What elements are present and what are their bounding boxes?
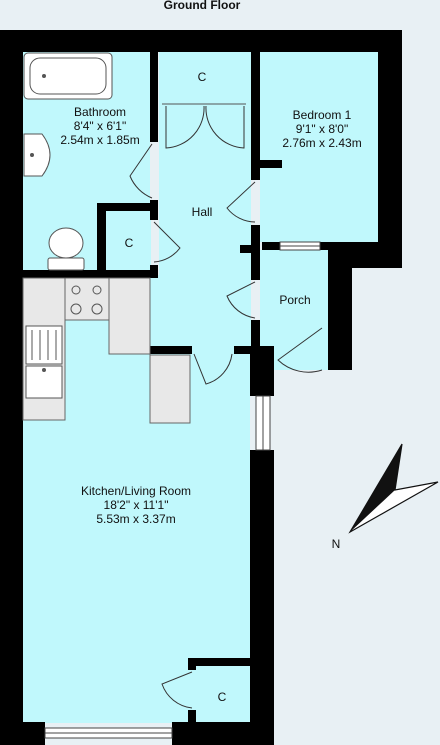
wall-bottom-right	[172, 722, 274, 745]
bedroom-metric: 2.76m x 2.43m	[282, 136, 361, 150]
compass: N	[332, 443, 439, 551]
wall-kitchen-right-a	[250, 346, 274, 396]
compass-arrow-fill	[350, 444, 402, 532]
wall-bedroom-stub	[260, 160, 282, 168]
sink-drain	[30, 153, 34, 157]
bathroom-metric: 2.54m x 1.85m	[60, 133, 139, 147]
doors	[129, 103, 323, 709]
top-cupboard-label: C	[198, 70, 207, 84]
wall-bedroom-bottom-b	[320, 242, 380, 250]
bedroom-imperial: 9'1" x 8'0"	[296, 122, 348, 136]
sink-drainer	[25, 325, 63, 365]
wall-hall-porch-stub	[240, 245, 260, 253]
sink	[23, 133, 51, 177]
kitchen-door	[193, 353, 233, 385]
floor-title: Ground Floor	[164, 0, 241, 12]
wall-porch-right	[328, 250, 352, 370]
wall-cupboard-top	[97, 203, 157, 211]
cupboard-door-right	[205, 105, 245, 149]
wall-bedroom-right	[378, 30, 402, 268]
wall-cupboard-left	[97, 203, 106, 275]
wall-hall-bottom-b	[234, 346, 260, 354]
wall-bedroom-bottom-a	[262, 242, 280, 250]
kitchen-fixtures	[22, 277, 191, 424]
hall-cupboard-label: C	[125, 236, 134, 250]
bedroom-floor	[260, 51, 378, 242]
bedroom-door	[226, 181, 256, 223]
wall-bottom-left	[0, 722, 45, 745]
hob-ring-3	[70, 303, 82, 315]
walls	[0, 30, 402, 745]
hob-ring-2	[92, 285, 102, 295]
kitchen-metric: 5.53m x 3.37m	[96, 512, 175, 526]
room-labels: Bathroom 8'4" x 6'1" 2.54m x 1.85m Bedro…	[60, 70, 361, 704]
bathroom-fixtures	[23, 52, 113, 271]
porch-front-door	[277, 327, 323, 373]
porch-name: Porch	[279, 293, 310, 307]
hall-cupboard-door	[153, 221, 181, 263]
room-fills	[22, 51, 378, 723]
wall-kitchen-cupboard-left-b	[188, 710, 196, 723]
bathtub-drain	[42, 74, 46, 78]
wall-bath-hall	[150, 52, 158, 142]
wall-kitchen-cupboard-top	[188, 658, 250, 666]
toilet-cistern	[47, 257, 85, 271]
compass-label: N	[332, 537, 341, 551]
wall-kitchen-cupboard-left	[188, 658, 196, 670]
worktop-unit	[149, 354, 191, 424]
hob-ring-1	[71, 285, 81, 295]
kitchen-cupboard-door	[161, 671, 193, 709]
wall-porch-left	[251, 320, 260, 370]
hob-ring-4	[91, 303, 103, 315]
wall-top	[0, 30, 402, 52]
hob-unit	[64, 277, 110, 321]
wall-hall-bottom	[150, 346, 192, 354]
cupboard-door-left	[165, 105, 205, 149]
hall-cupboard-floor	[107, 212, 151, 274]
wall-bath-kitchen	[22, 270, 158, 278]
bathtub-inner	[29, 57, 107, 95]
toilet-bowl	[48, 227, 84, 259]
kitchen-cupboard-label: C	[218, 690, 227, 704]
porch-inner-door	[226, 281, 256, 319]
kitchen-sink-drain	[42, 368, 46, 372]
kitchen-name: Kitchen/Living Room	[81, 484, 191, 498]
wall-kitchen-right-b	[250, 450, 274, 745]
bathroom-imperial: 8'4" x 6'1"	[74, 119, 126, 133]
worktop-corner	[108, 277, 151, 355]
bedroom-name: Bedroom 1	[293, 108, 352, 122]
windows	[44, 241, 321, 739]
wall-hall-bedroom	[251, 52, 260, 180]
hall-name: Hall	[192, 205, 213, 219]
bathroom-door	[129, 143, 153, 199]
kitchen-imperial: 18'2" x 11'1"	[104, 498, 169, 512]
bathroom-name: Bathroom	[74, 105, 126, 119]
wall-left	[0, 30, 23, 745]
wall-porch-top	[328, 250, 402, 268]
